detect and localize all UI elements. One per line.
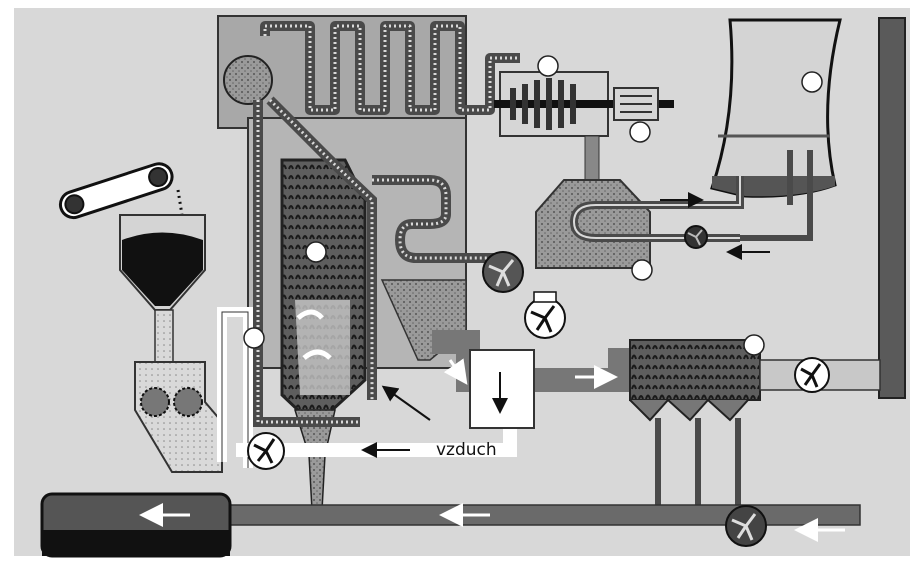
flame-flare-1	[296, 309, 324, 320]
steam-drum	[223, 55, 273, 105]
fan-icon	[684, 225, 708, 249]
flow-arrow-icon	[381, 385, 431, 421]
fan-icon	[524, 297, 566, 339]
forced-draft-fan-intake	[533, 291, 557, 303]
furnace-light-zone	[295, 300, 350, 395]
coal-chute	[154, 309, 174, 366]
fan-icon	[725, 505, 767, 547]
water-wall-left-inner	[256, 100, 360, 424]
precipitator-callout	[743, 334, 765, 356]
coal-fall	[176, 189, 184, 216]
water-wall-right	[266, 96, 377, 400]
condenser-callout	[631, 259, 653, 281]
furnace-callout	[305, 241, 327, 263]
turbine-callout	[537, 55, 559, 77]
reheat-pipe	[372, 175, 500, 263]
fan-icon	[482, 251, 524, 293]
mill-roller-right	[173, 387, 203, 417]
generator-callout	[629, 121, 651, 143]
superheater-coil-inner	[263, 24, 520, 112]
primary-air-duct-outline	[221, 311, 249, 468]
mill-roller-left	[140, 387, 170, 417]
air-label: vzduch	[436, 440, 497, 460]
cooling-tower	[710, 18, 842, 198]
flow-arrow-icon	[443, 358, 468, 385]
generator-windings	[620, 95, 652, 113]
air-preheater	[469, 349, 535, 429]
precipitator-hoppers	[629, 398, 760, 422]
turbine-exhaust-duct	[584, 135, 600, 181]
turbine-blades	[510, 78, 576, 130]
cooling-tower-callout	[801, 71, 823, 93]
electrostatic-precipitator	[629, 339, 761, 401]
flue-gas-duct	[432, 330, 640, 392]
condenser-coil-inner	[572, 176, 741, 239]
fan-icon	[247, 432, 285, 470]
ash-pond-bottom	[42, 530, 230, 556]
turbine-shaft	[494, 100, 674, 108]
burner-callout	[243, 327, 265, 349]
condenser	[535, 179, 651, 269]
coal-pile	[122, 232, 203, 306]
coal-conveyor	[58, 162, 174, 220]
chimney	[878, 17, 906, 399]
flame-flare-2	[302, 349, 332, 360]
fan-icon	[794, 357, 830, 393]
cooling-water-return	[740, 150, 813, 241]
